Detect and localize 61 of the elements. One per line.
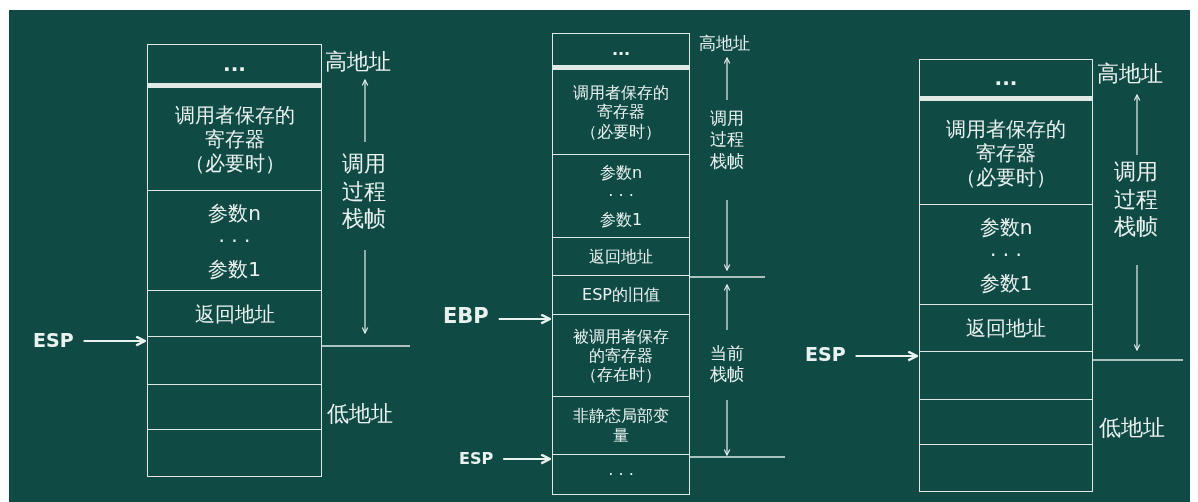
pointer-arrow [498, 313, 552, 325]
slot-text: 调用者保存的寄存器（必要时） [173, 103, 296, 175]
stack-slot [552, 397, 690, 455]
stack-slot [147, 191, 322, 291]
address-label: 高地址 [325, 48, 391, 76]
slot-text: 非静态局部变量 [572, 406, 670, 445]
address-label: 调用过程栈帧 [708, 108, 745, 172]
slot-text: 被调用者保存的寄存器（存在时） [572, 326, 670, 385]
stack-slot [552, 276, 690, 315]
register-label: ESP [805, 343, 846, 365]
address-label: 调用过程栈帧 [1113, 158, 1160, 241]
slot-text: 调用者保存的寄存器（必要时） [572, 83, 670, 141]
stack-slot [919, 101, 1093, 205]
slot-text: 参数1 [207, 256, 262, 281]
slot-text: 参数n [598, 163, 644, 183]
empty-stack-slot [919, 400, 1093, 445]
register-label: ESP [33, 329, 74, 351]
slot-text: ... [222, 52, 247, 76]
stack-slot [552, 155, 690, 238]
pointer-arrow [83, 335, 147, 347]
slot-text: 返回地址 [193, 301, 276, 326]
empty-stack-slot [147, 337, 322, 385]
stack-slot [552, 33, 690, 70]
stack-slot [552, 455, 690, 495]
address-label: 低地址 [1099, 414, 1165, 442]
stack-slot [919, 305, 1093, 352]
slot-text: 调用者保存的寄存器（必要时） [945, 116, 1067, 189]
empty-stack-slot [147, 430, 322, 477]
slot-text: 参数1 [598, 209, 644, 229]
slot-text: 参数1 [978, 270, 1034, 295]
address-label: 当前栈帧 [708, 343, 745, 386]
address-label: 高地址 [699, 33, 750, 55]
stack-slot [919, 59, 1093, 101]
slot-text: 返回地址 [588, 246, 654, 267]
slot-text: ESP的旧值 [581, 285, 661, 305]
address-label: 高地址 [1097, 60, 1163, 88]
slot-text: · · · [607, 186, 635, 206]
empty-stack-slot [147, 385, 322, 430]
slot-text: · · · [989, 242, 1023, 267]
empty-stack-slot [919, 445, 1093, 492]
register-label: ESP [459, 449, 494, 468]
address-label: 低地址 [327, 400, 393, 428]
stack-slot [147, 44, 322, 88]
register-label: EBP [443, 304, 489, 328]
pointer-arrow [855, 350, 919, 362]
stack-slot [552, 70, 690, 155]
slot-text: 参数n [978, 214, 1034, 239]
empty-stack-slot [919, 352, 1093, 400]
slot-text: · · · [217, 228, 252, 253]
stack-slot [552, 315, 690, 397]
stack-slot [552, 238, 690, 276]
stack-slot [147, 291, 322, 337]
slot-text: 参数n [207, 200, 262, 225]
slot-text: ... [993, 66, 1019, 90]
slot-text: · · · [607, 464, 635, 485]
pointer-arrow [503, 453, 552, 465]
slot-text: 返回地址 [965, 316, 1047, 340]
slot-text: ... [610, 39, 632, 60]
stack-slot [147, 88, 322, 191]
stack-slot [919, 205, 1093, 305]
address-label: 调用过程栈帧 [341, 150, 388, 233]
